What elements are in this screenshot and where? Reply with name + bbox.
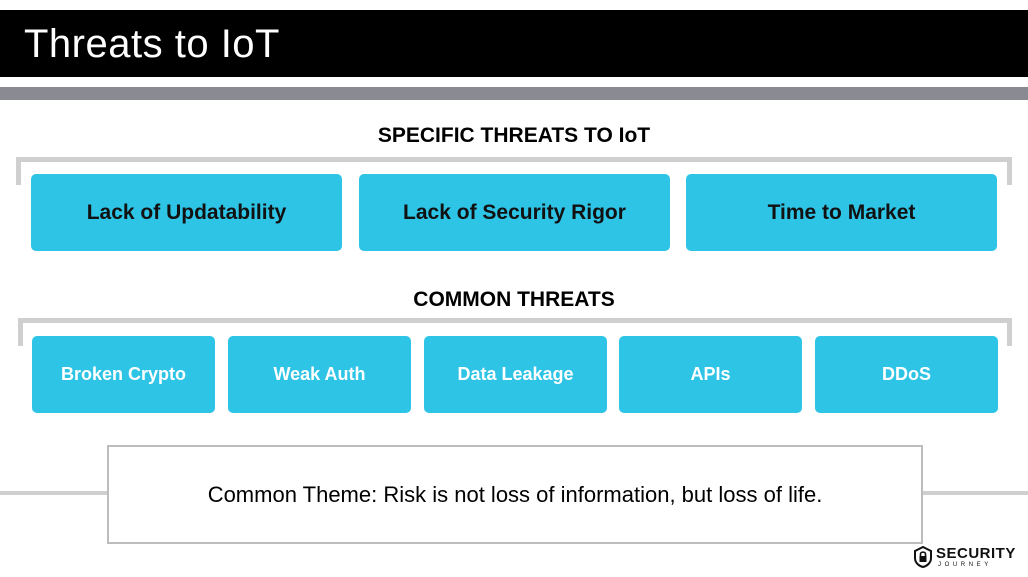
title-bar: Threats to IoT — [0, 10, 1028, 77]
common-theme-text: Common Theme: Risk is not loss of inform… — [207, 481, 823, 507]
specific-threat-card: Time to Market — [686, 174, 997, 251]
common-threat-card: Weak Auth — [228, 336, 411, 413]
common-threats-bracket — [18, 318, 1012, 346]
specific-threats-bracket — [16, 157, 1012, 185]
theme-left-line — [0, 491, 107, 495]
shield-lock-icon — [914, 546, 932, 568]
security-journey-logo: SECURITY JOURNEY — [914, 545, 1022, 571]
common-threat-card: DDoS — [815, 336, 998, 413]
common-threat-card: Data Leakage — [424, 336, 607, 413]
common-theme-box: Common Theme: Risk is not loss of inform… — [107, 445, 923, 544]
header-divider-band — [0, 87, 1028, 100]
specific-threat-card: Lack of Security Rigor — [359, 174, 670, 251]
slide-title: Threats to IoT — [24, 22, 280, 66]
specific-threats-heading: SPECIFIC THREATS TO IoT — [377, 124, 651, 147]
specific-threat-card: Lack of Updatability — [31, 174, 342, 251]
common-threats-heading: COMMON THREATS — [413, 288, 615, 311]
theme-right-line — [923, 491, 1028, 495]
common-threat-card: Broken Crypto — [32, 336, 215, 413]
logo-wordmark: SECURITY — [936, 545, 1016, 562]
logo-subtext: JOURNEY — [938, 562, 992, 568]
common-threat-card: APIs — [619, 336, 802, 413]
